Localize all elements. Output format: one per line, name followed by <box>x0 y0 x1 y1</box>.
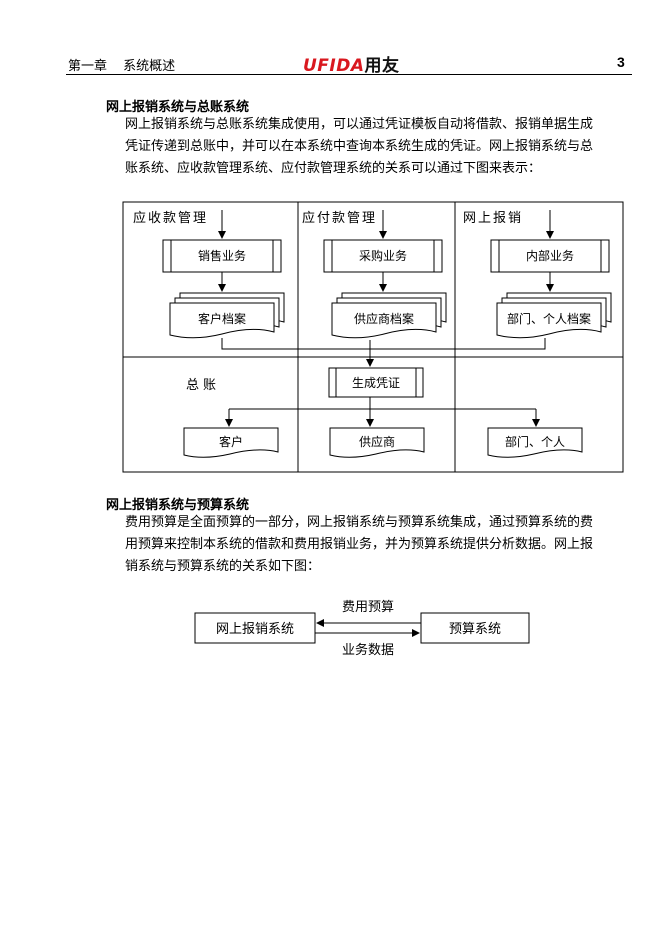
box-expense-system <box>194 612 316 644</box>
col-title-ap: 应付款管理 <box>302 210 377 226</box>
output-label-customer: 客户 <box>219 434 243 449</box>
chapter-title: 系统概述 <box>123 59 176 74</box>
col-title-ar: 应收款管理 <box>133 210 208 226</box>
section2-line: 销系统与预算系统的关系如下图： <box>125 559 321 574</box>
process-label-voucher: 生成凭证 <box>352 375 400 390</box>
archive-label-supplier: 供应商档案 <box>354 311 414 326</box>
process-label-internal: 内部业务 <box>526 248 574 263</box>
section1-line: 账系统、应收款管理系统、应付款管理系统的关系可以通过下图来表示： <box>125 161 542 176</box>
page-number: 3 <box>617 54 625 70</box>
archive-label-dept: 部门、个人档案 <box>507 311 591 326</box>
label-budget-system: 预算系统 <box>449 622 501 637</box>
archive-stack-dept <box>496 292 612 339</box>
header-rule <box>66 74 632 75</box>
label-expense-budget: 费用预算 <box>342 600 394 615</box>
section1-title: 网上报销系统与总账系统 <box>106 100 250 115</box>
archive-stack-supplier <box>331 292 447 339</box>
logo-brand: UFIDA <box>303 56 365 76</box>
output-doc-dept <box>487 427 583 458</box>
output-doc-supplier <box>329 427 425 458</box>
diagram-frame <box>122 201 624 473</box>
section1-line: 网上报销系统与总账系统集成使用，可以通过凭证模板自动将借款、报销单据生成 <box>125 117 594 132</box>
process-label-sales: 销售业务 <box>198 248 246 263</box>
gl-label: 总账 <box>186 378 220 393</box>
logo-cn: 用友 <box>364 56 400 76</box>
chapter-number: 第一章 <box>68 59 108 74</box>
label-business-data: 业务数据 <box>342 642 394 658</box>
output-doc-customer <box>183 427 279 458</box>
running-header: 第一章 系统概述 <box>68 55 187 74</box>
process-label-purchase: 采购业务 <box>359 248 407 263</box>
section2-title: 网上报销系统与预算系统 <box>106 498 250 513</box>
ufida-logo: UFIDA用友 <box>303 51 400 76</box>
section2-line: 用预算来控制本系统的借款和费用报销业务，并为预算系统提供分析数据。网上报 <box>125 537 594 552</box>
archive-stack-customer <box>169 292 285 339</box>
process-box-voucher <box>328 367 424 398</box>
section1-body: 网上报销系统与总账系统集成使用，可以通过凭证模板自动将借款、报销单据生成 凭证传… <box>125 114 633 180</box>
output-label-supplier: 供应商 <box>359 434 395 449</box>
col-title-er: 网上报销 <box>463 211 523 226</box>
budget-relationship-diagram <box>194 612 530 644</box>
box-budget-system <box>420 612 530 644</box>
output-label-dept: 部门、个人 <box>505 434 565 449</box>
section2-body: 费用预算是全面预算的一部分，网上报销系统与预算系统集成，通过预算系统的费 用预算… <box>125 512 633 578</box>
label-expense-system: 网上报销系统 <box>216 622 294 637</box>
archive-label-customer: 客户档案 <box>198 311 246 326</box>
section2-line: 费用预算是全面预算的一部分，网上报销系统与预算系统集成，通过预算系统的费 <box>125 515 594 530</box>
section1-line: 凭证传递到总账中，并可以在本系统中查询本系统生成的凭证。网上报销系统与总 <box>125 139 594 154</box>
